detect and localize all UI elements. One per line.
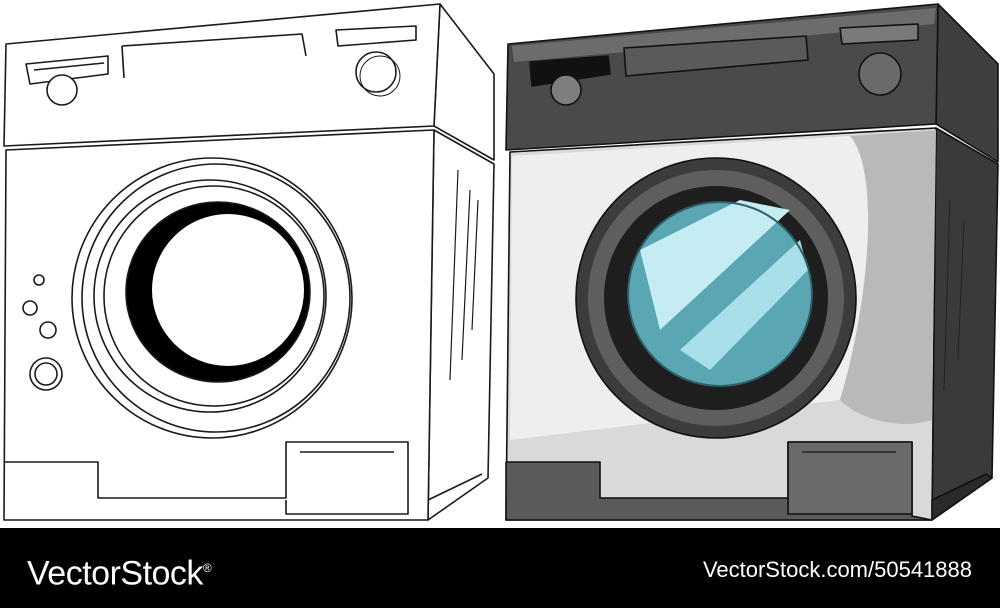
logo-text: VectorStock	[27, 554, 203, 593]
image-id-text: VectorStock.com/50541888	[702, 557, 972, 582]
washing-machines-illustration	[3, 3, 999, 521]
vectorstock-logo: VectorStock®	[27, 548, 212, 593]
outline-washing-machine	[3, 3, 495, 521]
watermark-footer-bar	[0, 528, 1000, 608]
colored-washing-machine	[505, 3, 999, 521]
registered-mark: ®	[202, 561, 212, 575]
